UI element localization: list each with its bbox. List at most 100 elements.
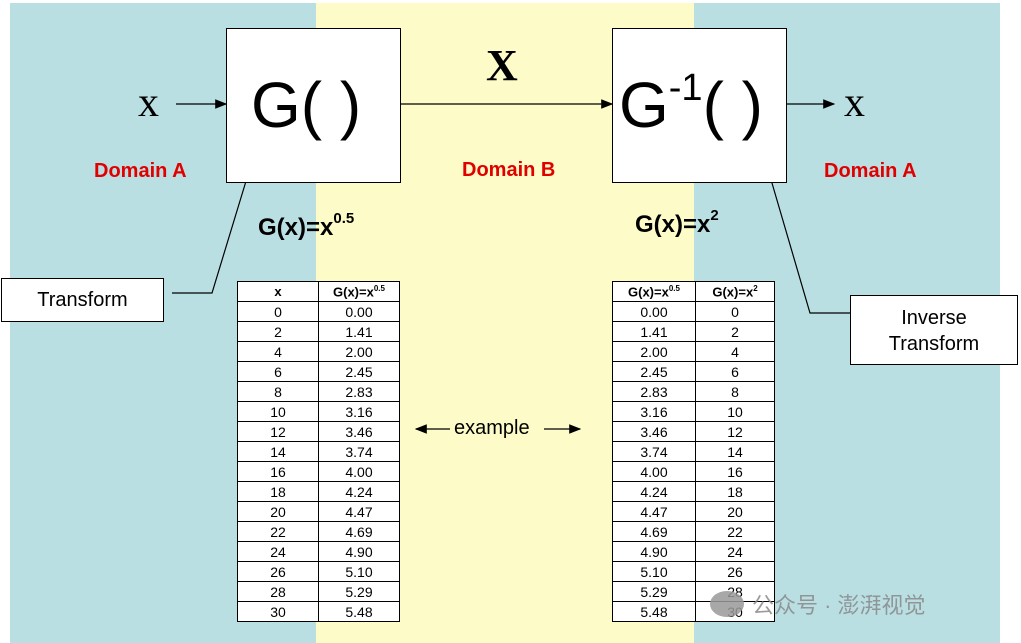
table-cell: 16	[237, 461, 319, 482]
transform-box: G( )	[226, 28, 401, 183]
table-cell: 12	[237, 421, 319, 442]
table-cell: 2.45	[612, 361, 696, 382]
table-cell: 3.74	[318, 441, 400, 462]
table-cell: 24	[237, 541, 319, 562]
table-cell: 18	[695, 481, 775, 502]
table-cell: 2.00	[318, 341, 400, 362]
table-cell: 20	[695, 501, 775, 522]
table-cell: 30	[237, 601, 319, 622]
table-cell: 4.47	[318, 501, 400, 522]
header-gx: G(x)=x0.5	[318, 281, 400, 302]
table-cell: 4.90	[612, 541, 696, 562]
table-cell: 4.24	[318, 481, 400, 502]
table-cell: 5.29	[612, 581, 696, 602]
table-cell: 28	[237, 581, 319, 602]
header-gx-square: G(x)=x2	[695, 281, 775, 302]
table-cell: 2	[695, 321, 775, 342]
transform-callout: Transform	[1, 278, 164, 322]
table-cell: 3.46	[612, 421, 696, 442]
table-cell: 26	[695, 561, 775, 582]
table-cell: 14	[237, 441, 319, 462]
watermark: 公众号 · 澎湃视觉	[710, 588, 926, 620]
table-cell: 8	[695, 381, 775, 402]
table-cell: 26	[237, 561, 319, 582]
inverse-callout-line1: Inverse	[901, 307, 967, 329]
transform-callout-text: Transform	[37, 289, 128, 311]
table-cell: 4.69	[612, 521, 696, 542]
table-cell: 5.10	[318, 561, 400, 582]
table-cell: 20	[237, 501, 319, 522]
table-cell: 5.48	[318, 601, 400, 622]
table-cell: 3.16	[612, 401, 696, 422]
watermark-text: 公众号 · 澎湃视觉	[752, 593, 926, 618]
transform-box-label: G( )	[251, 69, 362, 141]
table-cell: 10	[237, 401, 319, 422]
table-cell: 2.83	[612, 381, 696, 402]
forward-table-header: x G(x)=x0.5	[237, 281, 400, 302]
transform-callout-leader	[172, 167, 251, 294]
inverse-transform-box: G-1( )	[612, 28, 787, 183]
table-cell: 3.16	[318, 401, 400, 422]
table-cell: 2	[237, 321, 319, 342]
table-cell: 3.46	[318, 421, 400, 442]
table-cell: 4.00	[318, 461, 400, 482]
table-cell: 18	[237, 481, 319, 502]
table-cell: 22	[237, 521, 319, 542]
example-label: example	[454, 417, 530, 439]
table-cell: 2.45	[318, 361, 400, 382]
table-cell: 4.00	[612, 461, 696, 482]
wechat-icon	[710, 591, 744, 617]
table-cell: 6	[695, 361, 775, 382]
table-cell: 0.00	[318, 301, 400, 322]
inverse-callout-leader	[766, 165, 851, 314]
table-cell: 4.90	[318, 541, 400, 562]
table-cell: 0	[237, 301, 319, 322]
table-cell: 8	[237, 381, 319, 402]
table-cell: 5.29	[318, 581, 400, 602]
table-cell: 24	[695, 541, 775, 562]
table-cell: 2.00	[612, 341, 696, 362]
table-cell: 6	[237, 361, 319, 382]
table-cell: 4.47	[612, 501, 696, 522]
table-cell: 5.10	[612, 561, 696, 582]
domain-label-middle: Domain B	[462, 159, 556, 181]
table-cell: 2.83	[318, 381, 400, 402]
table-cell: 0	[695, 301, 775, 322]
table-cell: 4.69	[318, 521, 400, 542]
input-symbol: x	[138, 80, 159, 126]
table-cell: 5.48	[612, 601, 696, 622]
middle-symbol: X	[486, 41, 518, 90]
inverse-transform-callout: Inverse Transform	[850, 295, 1018, 365]
table-cell: 1.41	[318, 321, 400, 342]
table-cell: 16	[695, 461, 775, 482]
table-cell: 3.74	[612, 441, 696, 462]
